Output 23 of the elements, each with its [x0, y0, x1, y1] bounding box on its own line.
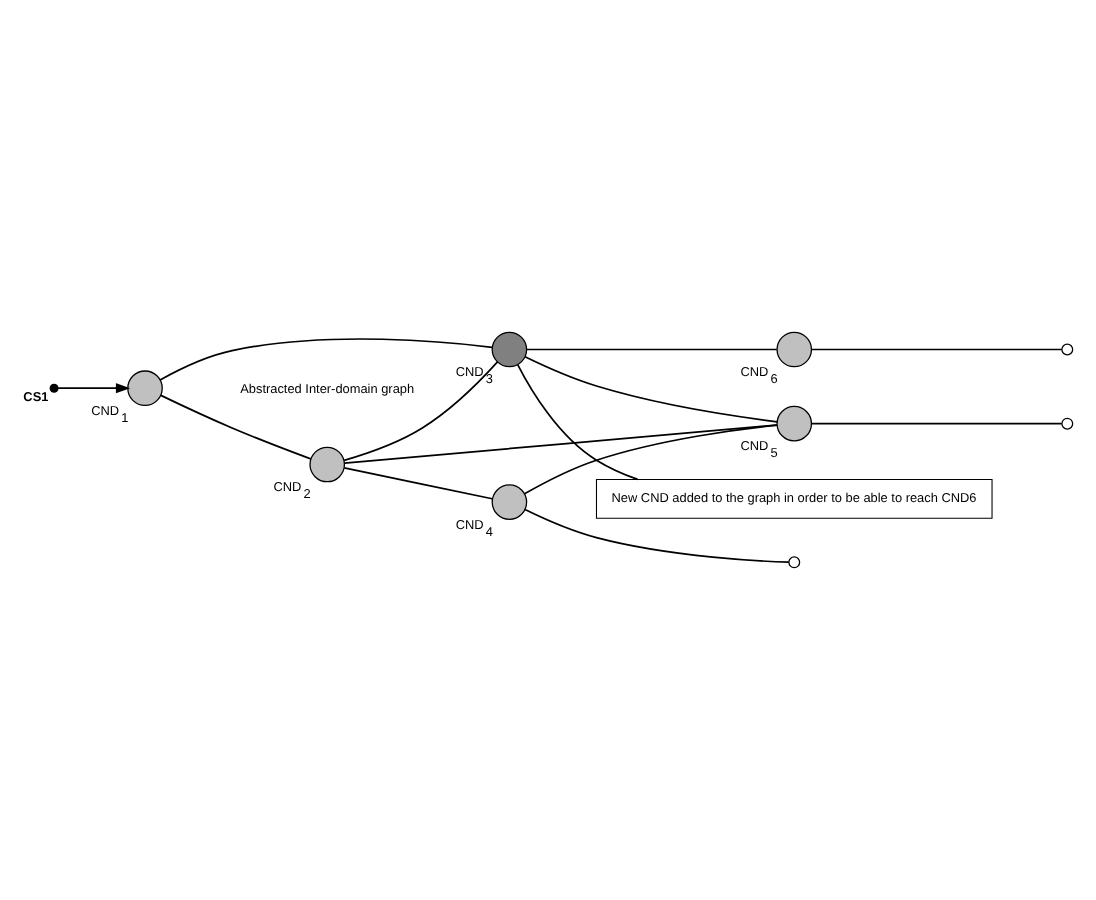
node-circle: [776, 405, 813, 442]
connector: [343, 424, 778, 464]
connector: [524, 508, 790, 564]
node-circle: [491, 484, 528, 520]
connector: [526, 348, 778, 351]
connector: [524, 355, 778, 423]
node-circle: [776, 331, 813, 368]
connector: [523, 424, 778, 495]
connector: [810, 422, 1063, 425]
connector: [343, 361, 499, 462]
connector: [343, 467, 493, 500]
node-circle: [491, 331, 528, 368]
node-circle: [127, 370, 163, 407]
node-dot: [49, 383, 59, 393]
connector: [516, 364, 639, 481]
node-circle: [309, 446, 346, 483]
connector: [159, 338, 494, 381]
node-circle: [1061, 343, 1074, 356]
arrow: [57, 383, 131, 394]
connector: [810, 348, 1063, 351]
node-circle: [1061, 417, 1074, 430]
connector: [160, 394, 312, 460]
node-circle: [788, 556, 801, 569]
